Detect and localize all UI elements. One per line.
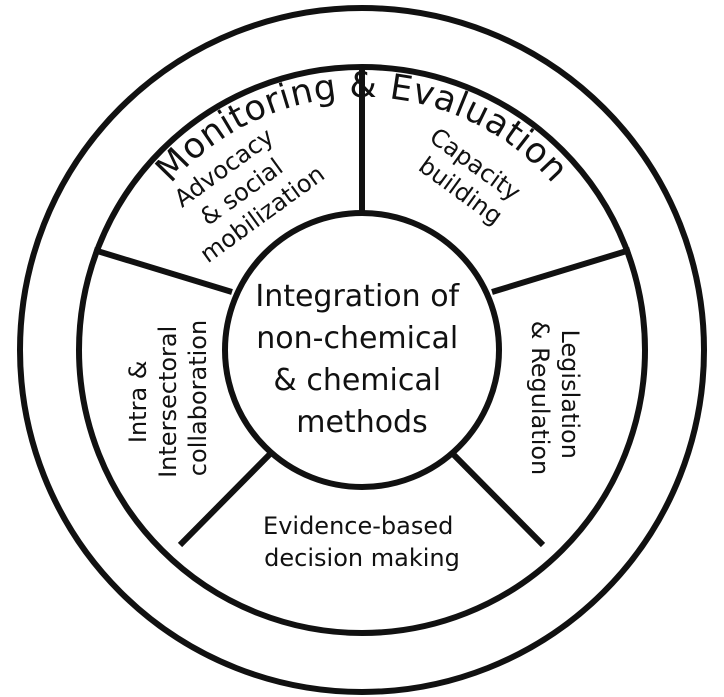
center-label: Integration of non-chemical & chemical m…	[255, 279, 468, 440]
svg-text:Evidence-based decision: Evidence-based decision making	[263, 512, 461, 572]
center-line-4: methods	[296, 405, 427, 440]
segment-intersectoral-line-3: collaboration	[184, 320, 212, 476]
svg-text:Intra & Intersectoral: Intra & Intersectoral collaboration	[124, 318, 212, 478]
svg-text:Legislation & Regulation: Legislation & Regulation	[526, 321, 584, 476]
divider-bottom-right	[449, 450, 546, 548]
segment-legislation-line-2: & Regulation	[526, 321, 554, 476]
segment-intersectoral: Intra & Intersectoral collaboration	[124, 318, 212, 478]
segment-intersectoral-line-2: Intersectoral	[154, 326, 182, 478]
center-line-1: Integration of	[255, 279, 460, 314]
outer-circle	[17, 5, 707, 695]
center-line-3: & chemical	[273, 363, 441, 398]
divider-bottom-left	[177, 450, 274, 548]
segment-evidence-line-2: decision making	[264, 544, 460, 572]
segment-legislation-line-1: Legislation	[556, 329, 584, 458]
divider-left	[93, 247, 233, 295]
segment-evidence: Evidence-based decision making	[263, 512, 461, 572]
center-line-2: non-chemical	[256, 321, 458, 356]
segment-legislation: Legislation & Regulation	[526, 321, 584, 476]
segment-evidence-line-1: Evidence-based	[263, 512, 453, 540]
segment-intersectoral-line-1: Intra &	[124, 361, 152, 444]
divider-right	[491, 247, 631, 295]
